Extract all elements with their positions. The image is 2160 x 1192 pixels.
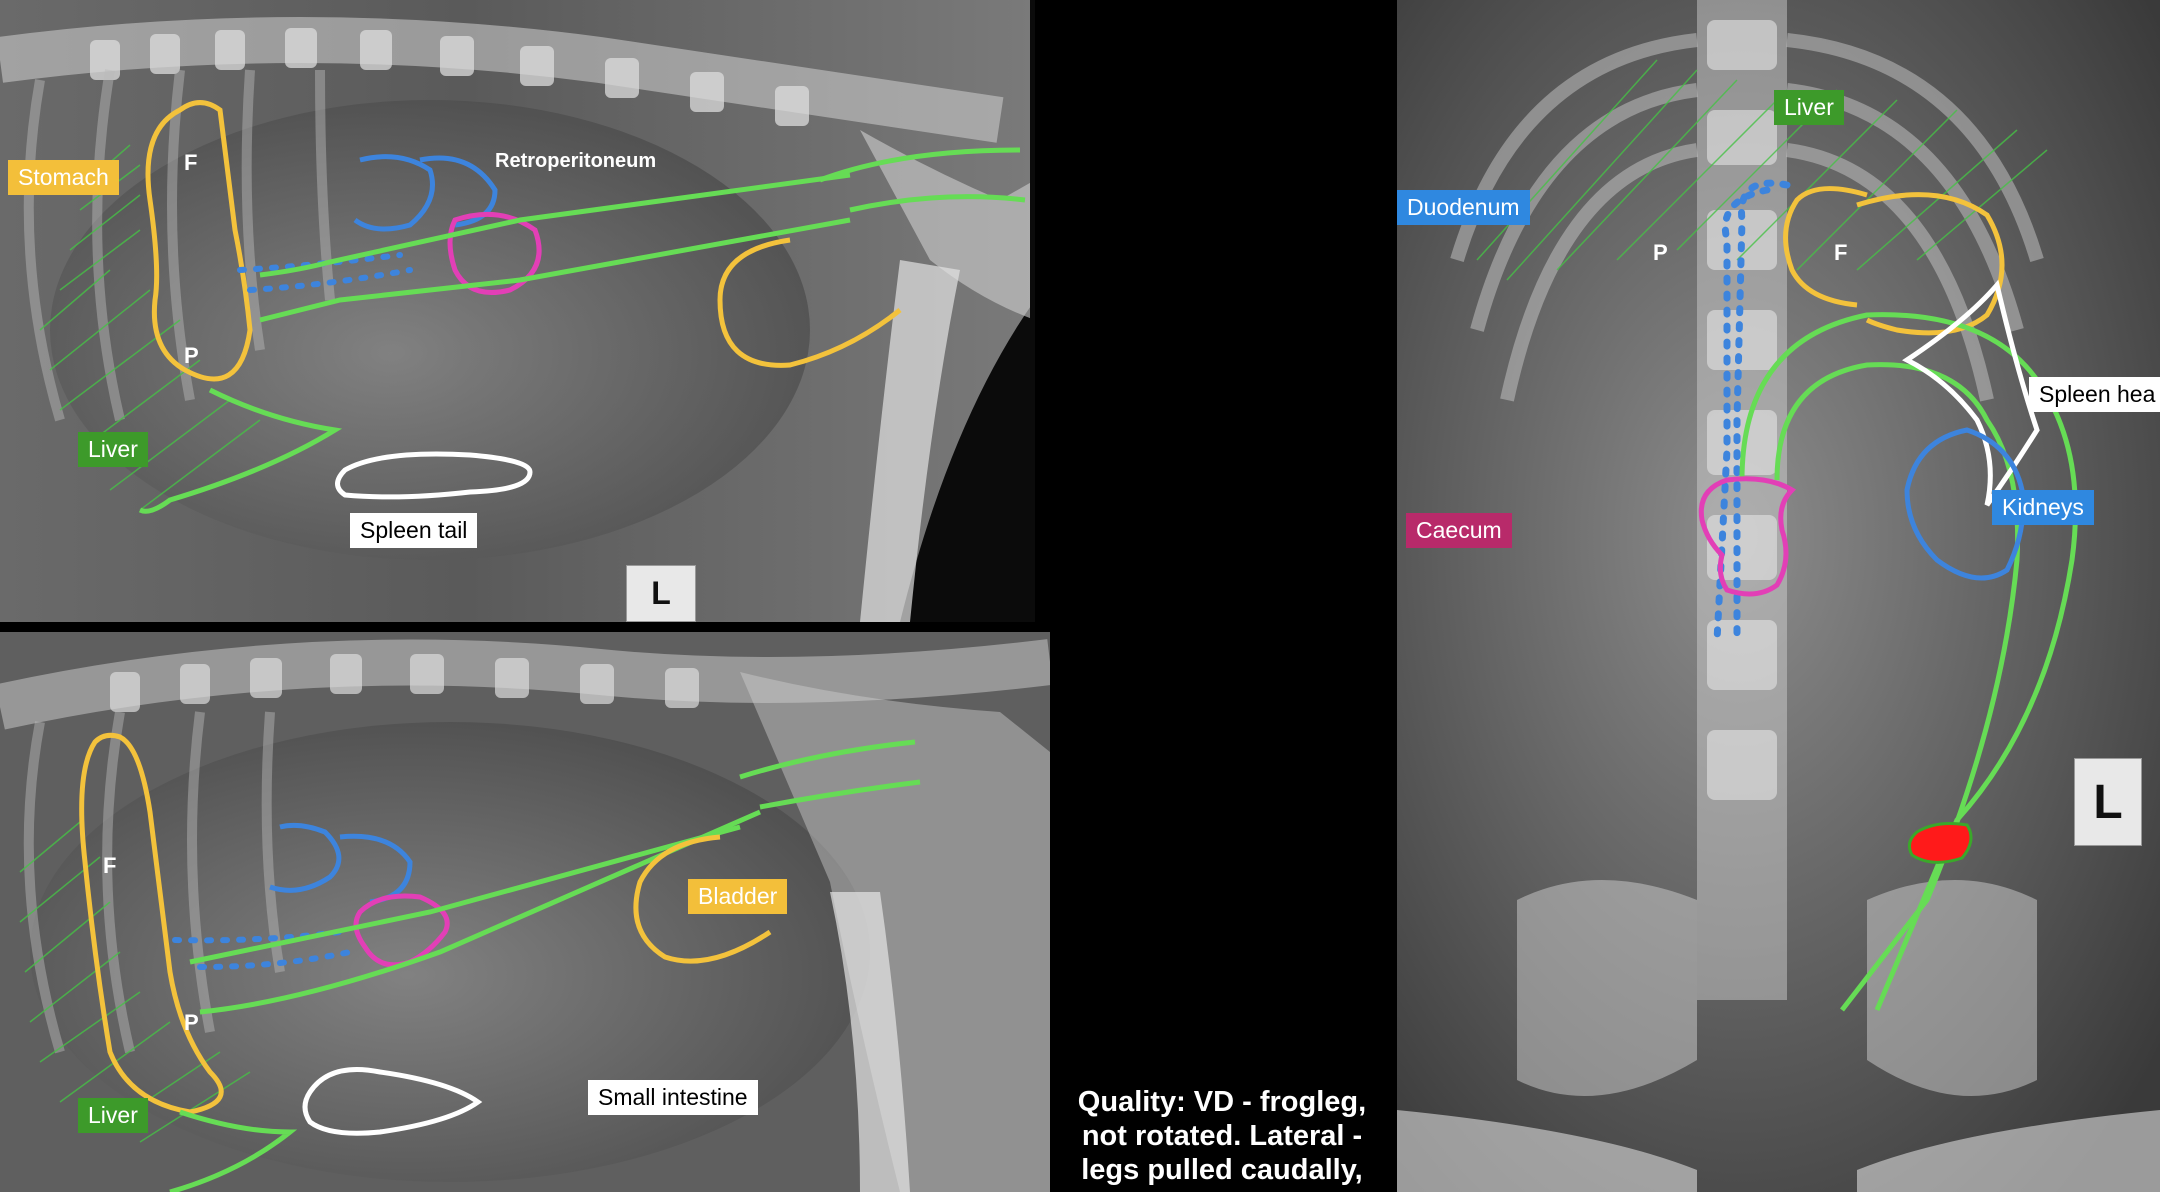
vd-pylorus-label: P: [1653, 240, 1668, 265]
fundus-label: F: [184, 150, 198, 175]
side-marker-top: L: [626, 565, 696, 622]
retroperitoneum-label: Retroperitoneum: [495, 150, 657, 172]
lateral-bottom-image: [0, 632, 1050, 1192]
stomach-label: Stomach: [8, 160, 119, 195]
fundus-label-bottom: F: [103, 853, 117, 878]
vd-radiograph: Liver Duodenum P F Spleen hea Kidneys Ca…: [1397, 0, 2160, 1192]
liver-label-bottom: Liver: [78, 1098, 148, 1133]
side-marker-vd-letter: L: [2093, 775, 2123, 829]
pylorus-label-bottom: P: [184, 1010, 199, 1035]
bladder-label: Bladder: [688, 879, 788, 914]
spleen-tail-label: Spleen tail: [350, 513, 478, 548]
side-marker-vd: L: [2074, 758, 2142, 846]
vd-image: [1397, 0, 2160, 1192]
caecum-label: Caecum: [1406, 513, 1512, 548]
kidneys-label: Kidneys: [1992, 490, 2094, 525]
quality-note: Quality: VD - frogleg, not rotated. Late…: [1077, 1086, 1367, 1186]
vd-liver-label: Liver: [1774, 90, 1844, 125]
lateral-radiograph-top: Stomach F P Retroperitoneum Liver Spleen…: [0, 0, 1035, 622]
side-marker-letter: L: [651, 575, 671, 611]
liver-label: Liver: [78, 432, 148, 467]
small-intestine-label: Small intestine: [588, 1080, 758, 1115]
lateral-radiograph-bottom: F P Bladder Liver Small intestine: [0, 632, 1050, 1192]
duodenum-label: Duodenum: [1397, 190, 1530, 225]
spleen-head-label: Spleen hea: [2029, 377, 2160, 412]
lateral-top-image: [0, 0, 1035, 622]
vd-fundus-label: F: [1834, 240, 1848, 265]
pylorus-label: P: [184, 343, 199, 368]
